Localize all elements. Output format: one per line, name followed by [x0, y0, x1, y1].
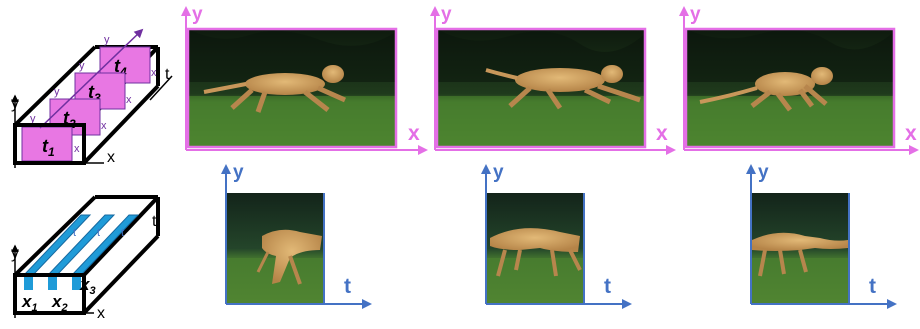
- xt-strip-1: t x1: [21, 214, 92, 314]
- xt-cube: t x1 t x2 t x3 y x t: [11, 195, 160, 322]
- xy-panel-3-frame: [684, 27, 896, 149]
- xt-panel-2-t-label: t: [604, 275, 611, 298]
- svg-text:x: x: [126, 94, 132, 106]
- xt-panel-3: y t: [746, 162, 897, 309]
- svg-text:x1: x1: [21, 292, 38, 314]
- xt-cube-y-label: y: [11, 245, 19, 262]
- svg-text:t3: t3: [88, 82, 101, 105]
- svg-text:t: t: [121, 227, 124, 239]
- xy-panel-3-x-label: x: [905, 122, 917, 145]
- xt-panel-3-t-label: t: [869, 275, 876, 298]
- svg-text:x: x: [151, 67, 157, 79]
- xt-panel-3-y-label: y: [758, 162, 769, 183]
- cheetah-image: [203, 65, 347, 113]
- svg-text:t: t: [73, 227, 76, 239]
- svg-text:y: y: [79, 60, 85, 72]
- svg-text:x: x: [101, 120, 107, 132]
- xy-cube-x-label: x: [107, 149, 115, 166]
- xy-cube: t4 x y t3 x y t2 x y t1 x y y x: [11, 28, 173, 168]
- svg-text:t4: t4: [114, 56, 127, 79]
- xy-panel-2-x-label: x: [656, 122, 668, 145]
- xy-slice-arrow: [39, 28, 144, 129]
- xy-panel-1: y x: [181, 4, 428, 155]
- svg-text:t1: t1: [42, 136, 55, 159]
- cheetah-image: [699, 67, 833, 112]
- xt-panel-2-y-label: y: [493, 162, 504, 183]
- cheetah-slice-image: [490, 228, 582, 277]
- xt-panel-2: y t: [481, 162, 632, 309]
- xt-cube-x-label: x: [97, 305, 105, 322]
- svg-text:y: y: [30, 113, 36, 125]
- svg-text:t: t: [97, 227, 100, 239]
- xy-panel-3: y x: [679, 4, 919, 155]
- xt-panel-1: y t: [221, 162, 372, 309]
- cheetah-slice-image: [752, 232, 848, 277]
- xy-panel-1-frame: [186, 27, 398, 149]
- xy-panel-3-y-label: y: [690, 4, 701, 25]
- xy-panel-1-x-label: x: [408, 122, 420, 145]
- svg-text:y: y: [54, 86, 60, 98]
- xt-panel-1-t-label: t: [344, 275, 351, 298]
- svg-text:x2: x2: [51, 292, 68, 314]
- xy-cube-y-label: y: [11, 95, 19, 112]
- xt-panel-1-y-label: y: [233, 162, 244, 183]
- xy-panel-2: y x: [430, 4, 676, 155]
- xy-slice-1: t1 x y: [21, 113, 80, 162]
- xy-panel-1-y-label: y: [192, 4, 203, 25]
- svg-text:x3: x3: [79, 275, 96, 297]
- cheetah-image: [485, 65, 641, 110]
- svg-text:x: x: [74, 143, 80, 155]
- xy-panel-2-y-label: y: [441, 4, 452, 25]
- xy-cube-t-label: t: [165, 66, 170, 83]
- cheetah-slice-image: [256, 229, 322, 285]
- xt-cube-t-label: t: [152, 213, 157, 230]
- svg-text:y: y: [104, 34, 110, 46]
- xy-panel-2-frame: [435, 27, 647, 149]
- xt-strip-2: t x2: [46, 214, 116, 314]
